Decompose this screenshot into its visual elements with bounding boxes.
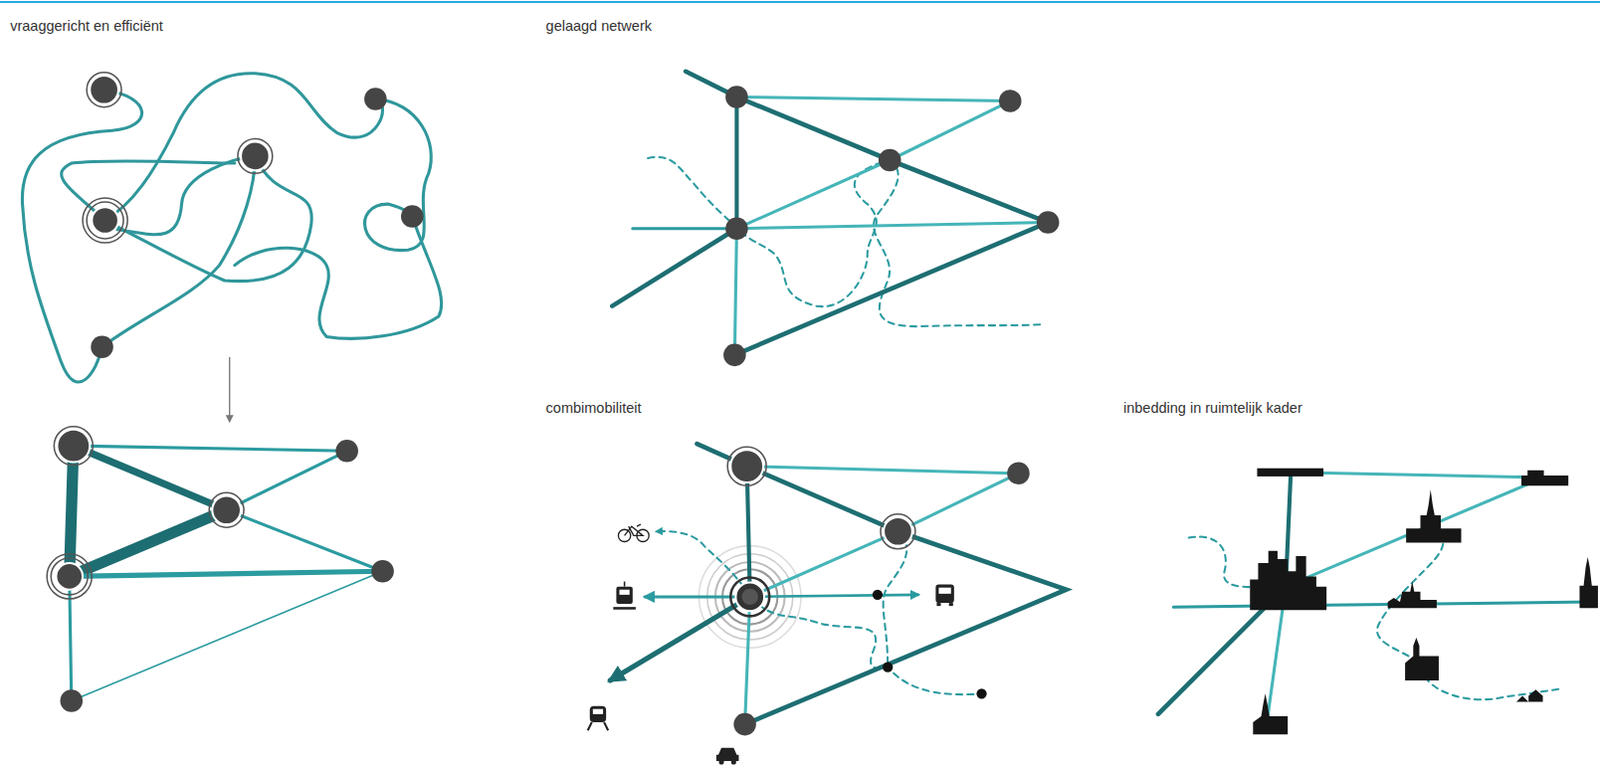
top-rule <box>0 0 1600 3</box>
panel-heading: vraaggericht en efficiënt <box>7 17 166 34</box>
combimobility-network <box>609 443 1066 736</box>
layered-network <box>611 71 1059 367</box>
transition-arrow <box>228 357 230 422</box>
town-silhouettes <box>1249 468 1599 736</box>
efficient-network <box>46 426 395 713</box>
panel-heading: combimobiliteit <box>544 400 644 416</box>
panel-heading: gelaagd netwerk <box>544 17 654 34</box>
demand-nodes <box>82 72 424 359</box>
mode-icons <box>588 524 955 765</box>
curvy-network <box>21 73 441 383</box>
panel-heading: inbedding in ruimtelijk kader <box>1121 400 1305 416</box>
spatial-network <box>1158 472 1593 720</box>
